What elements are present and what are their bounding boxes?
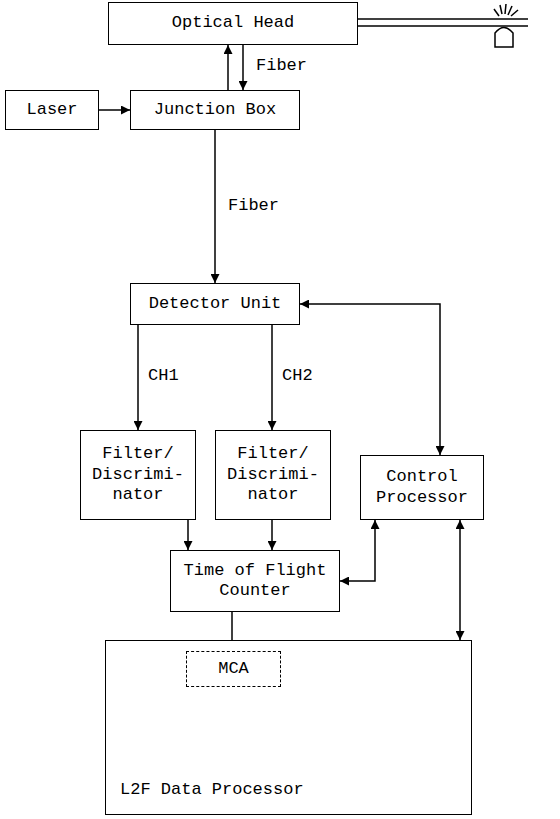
counter-box: Time of Flight Counter xyxy=(170,550,340,612)
box-label: Control Processor xyxy=(367,467,477,508)
fiber-line xyxy=(358,25,528,27)
signal-arrow xyxy=(187,520,189,550)
flame-ray xyxy=(508,6,512,15)
edge-label: Fiber xyxy=(226,196,281,216)
signal-arrow xyxy=(227,45,229,90)
optical-head-box: Optical Head xyxy=(108,2,358,45)
fiber-line xyxy=(358,18,528,20)
flame-ray xyxy=(494,9,499,16)
filter-box: Filter/ Discrimi- nator xyxy=(215,430,331,520)
flame-ray xyxy=(505,4,506,14)
processor-box: Control Processor xyxy=(360,455,484,520)
laser-box: Laser xyxy=(5,90,99,130)
edge-label: CH2 xyxy=(280,366,315,386)
box-label: Junction Box xyxy=(154,100,276,120)
junction-box: Junction Box xyxy=(130,90,300,130)
burner-symbol xyxy=(495,28,513,48)
signal-arrow xyxy=(137,325,139,430)
box-label: Optical Head xyxy=(172,13,294,33)
signal-arrow xyxy=(271,520,273,550)
edge-label: CH1 xyxy=(146,366,181,386)
signal-arrow xyxy=(214,130,216,283)
box-label: L2F Data Processor xyxy=(120,780,304,800)
mca-box: MCA xyxy=(186,651,281,687)
signal-arrow xyxy=(242,45,244,90)
box-label: Filter/ Discrimi- nator xyxy=(223,444,323,505)
flame-ray xyxy=(511,10,518,16)
data-processor-box: L2F Data Processor MCA xyxy=(105,640,472,815)
box-label: Time of Flight Counter xyxy=(180,561,330,602)
signal-arrow xyxy=(271,325,273,430)
edge-label: Fiber xyxy=(254,56,309,76)
filter-box: Filter/ Discrimi- nator xyxy=(80,430,196,520)
box-label: MCA xyxy=(218,659,249,679)
box-label: Detector Unit xyxy=(149,294,282,314)
detector-box: Detector Unit xyxy=(130,283,300,325)
signal-arrow xyxy=(340,520,375,581)
box-label: Laser xyxy=(26,100,77,120)
signal-arrow xyxy=(459,520,461,640)
flame-ray xyxy=(500,5,502,14)
signal-arrow xyxy=(99,109,130,111)
box-label: Filter/ Discrimi- nator xyxy=(88,444,188,505)
